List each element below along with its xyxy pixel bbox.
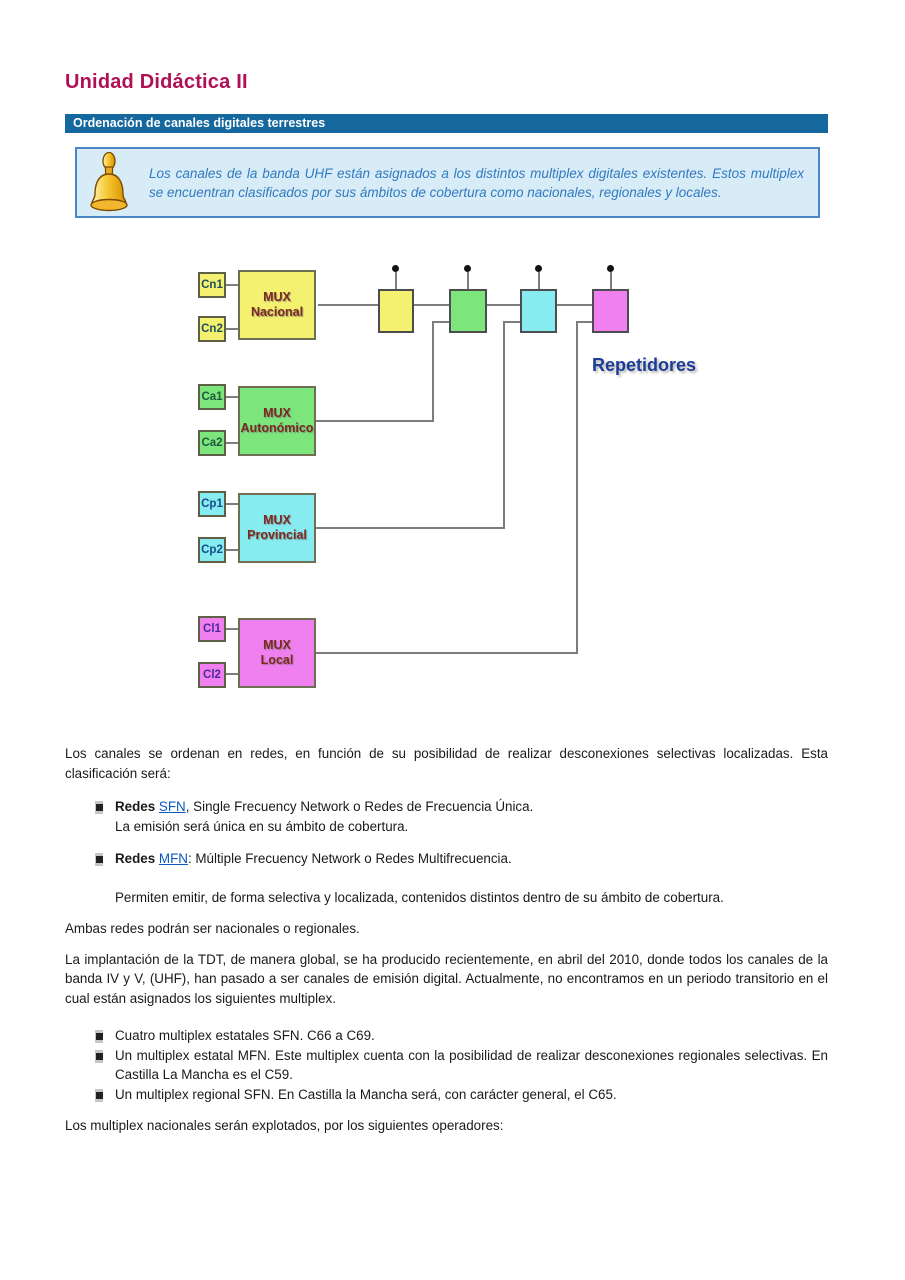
multiplex-list: Cuatro multiplex estatales SFN. C66 a C6…: [65, 1026, 828, 1104]
mux-autonomico-label-line2: Autonómico: [240, 421, 314, 435]
connector-line: [226, 396, 238, 398]
body-text: Los canales se ordenan en redes, en func…: [65, 744, 828, 1136]
mux-nacional-label-line2: Nacional: [250, 305, 304, 319]
paragraph-operadores: Los multiplex nacionales serán explotado…: [65, 1118, 504, 1133]
list-item: Cuatro multiplex estatales SFN. C66 a C6…: [95, 1026, 828, 1046]
square-bullet-icon: [95, 1049, 103, 1063]
mux-autonomico-box: MUX Autonómico: [238, 386, 316, 456]
square-bullet-icon: [95, 801, 103, 814]
mux-local-label-line2: Local: [260, 653, 294, 667]
list-item-sfn: Redes SFN, Single Frecuency Network o Re…: [95, 797, 828, 836]
antenna-icon: [464, 265, 471, 272]
connector-line: [316, 527, 505, 529]
channel-box-ca2: Ca2: [198, 430, 226, 456]
connector-line: [226, 549, 238, 551]
mux-provincial-box: MUX Provincial: [238, 493, 316, 563]
list-item-text: Un multiplex estatal MFN. Este multiplex…: [115, 1047, 828, 1083]
connector-line: [503, 321, 521, 323]
connector-line: [576, 321, 578, 654]
redes-bold-label: Redes: [115, 851, 159, 866]
antenna-icon: [607, 265, 614, 272]
list-item: Un multiplex regional SFN. En Castilla l…: [95, 1085, 828, 1105]
list-item-text: Cuatro multiplex estatales SFN. C66 a C6…: [115, 1028, 375, 1043]
mux-autonomico-label-line1: MUX: [263, 406, 291, 420]
square-bullet-icon: [95, 1088, 103, 1102]
repeaters-label: Repetidores: [592, 355, 697, 375]
connector-line: [226, 503, 238, 505]
channel-box-cl2: Cl2: [198, 662, 226, 688]
connector-line: [432, 321, 450, 323]
mfn-link[interactable]: MFN: [158, 851, 188, 866]
info-callout-text: Los canales de la banda UHF están asigna…: [149, 165, 804, 200]
channel-box-ca1: Ca1: [198, 384, 226, 410]
square-bullet-icon: [95, 1030, 103, 1043]
sfn-link[interactable]: SFN: [158, 799, 186, 814]
paragraph-tdt: La implantación de la TDT, de manera glo…: [65, 951, 828, 1006]
bell-icon: [90, 151, 128, 211]
antenna-icon: [538, 272, 540, 289]
paragraph-intro: Los canales se ordenan en redes, en func…: [65, 746, 828, 781]
page-title: Unidad Didáctica II: [65, 71, 248, 93]
list-item: Un multiplex estatal MFN. Este multiplex…: [95, 1046, 828, 1085]
mfn-rest-text: : Múltiple Frecuency Network o Redes Mul…: [187, 851, 512, 866]
antenna-icon: [395, 272, 397, 289]
mux-nacional-label-line1: MUX: [263, 290, 291, 304]
connector-line: [226, 673, 238, 675]
channel-box-cl1: Cl1: [198, 616, 226, 642]
connector-line: [226, 328, 238, 330]
connector-line: [226, 628, 238, 630]
connector-line: [316, 652, 578, 654]
mux-provincial-label-line2: Provincial: [247, 528, 307, 542]
section-header-bar: Ordenación de canales digitales terrestr…: [65, 114, 828, 133]
info-callout: Los canales de la banda UHF están asigna…: [75, 147, 820, 218]
mux-network-diagram: Cn1 Cn2 MUX Nacional Ca1 Ca2 MUX Autonóm…: [198, 265, 697, 688]
sfn-rest-text: , Single Frecuency Network o Redes de Fr…: [185, 799, 534, 814]
channel-box-cp2: Cp2: [198, 537, 226, 563]
antenna-icon: [610, 272, 612, 289]
connector-line: [316, 420, 434, 422]
channel-box-cn2: Cn2: [198, 316, 226, 342]
antenna-icon: [467, 272, 469, 289]
mux-nacional-box: MUX Nacional: [238, 270, 316, 340]
section-header-label: Ordenación de canales digitales terrestr…: [73, 116, 326, 130]
channel-box-cn1: Cn1: [198, 272, 226, 298]
repeater-box-nacional: [378, 289, 414, 333]
connector-line: [503, 321, 505, 529]
mux-local-label-line1: MUX: [263, 638, 291, 652]
list-item-text: Un multiplex regional SFN. En Castilla l…: [115, 1086, 617, 1102]
repeater-box-provincial: [520, 289, 557, 333]
paragraph-ambas: Ambas redes podrán ser nacionales o regi…: [65, 921, 360, 936]
channel-box-cp1: Cp1: [198, 491, 226, 517]
sfn-line2-text: La emisión será única en su ámbito de co…: [115, 818, 409, 834]
antenna-icon: [392, 265, 399, 272]
redes-bold-label: Redes: [115, 799, 159, 814]
antenna-icon: [535, 265, 542, 272]
connector-line: [226, 284, 238, 286]
paragraph-mfn-detail: Permiten emitir, de forma selectiva y lo…: [115, 889, 724, 905]
repeater-box-local: [592, 289, 629, 333]
connector-line: [226, 442, 238, 444]
list-item-mfn: Redes MFN: Múltiple Frecuency Network o …: [95, 849, 828, 869]
mux-local-box: MUX Local: [238, 618, 316, 688]
square-bullet-icon: [95, 853, 103, 866]
mux-provincial-label-line1: MUX: [263, 513, 291, 527]
connector-line: [432, 321, 434, 422]
connector-line: [576, 321, 593, 323]
repeater-box-autonomico: [449, 289, 487, 333]
